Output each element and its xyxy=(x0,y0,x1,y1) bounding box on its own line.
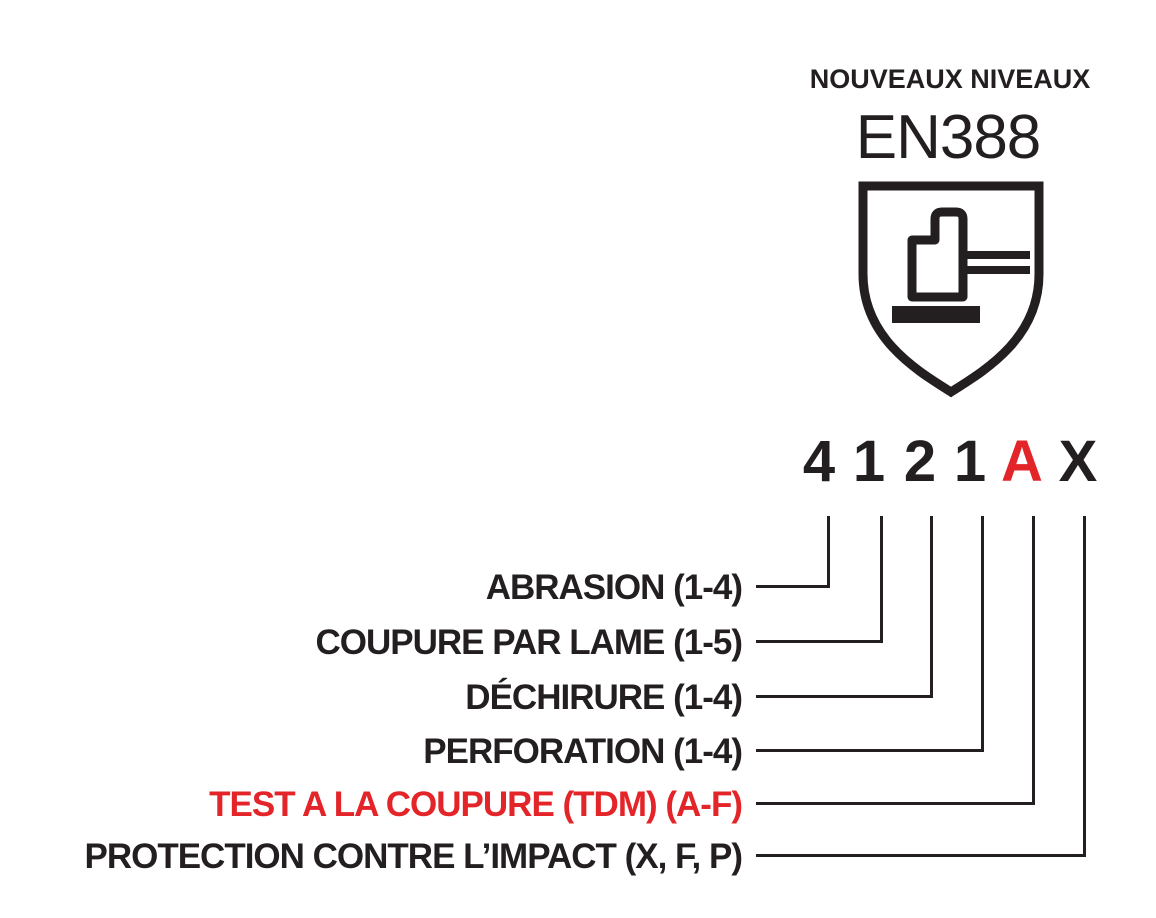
label-puncture: PERFORATION (1-4) xyxy=(423,732,743,771)
rating-char-tdm-cut: A xyxy=(1001,429,1043,494)
label-abrasion: ABRASION (1-4) xyxy=(485,568,743,607)
label-tdm-cut: TEST A LA COUPURE (TDM) (A-F) xyxy=(209,785,743,824)
rating-char-abrasion: 4 xyxy=(802,429,836,494)
fist-icon xyxy=(907,207,968,302)
connector-line-abrasion xyxy=(756,516,830,588)
mechanical-risks-shield-icon xyxy=(858,181,1044,398)
rating-char-puncture: 1 xyxy=(953,429,987,494)
hammer-bar-top xyxy=(959,251,1030,259)
connector-line-puncture xyxy=(756,516,984,752)
anvil-bar xyxy=(892,306,980,323)
connector-line-blade-cut xyxy=(756,516,883,643)
label-impact: PROTECTION CONTRE L’IMPACT (X, F, P) xyxy=(84,837,743,876)
rating-char-tear: 2 xyxy=(903,429,937,494)
connector-line-tdm-cut xyxy=(756,516,1035,805)
label-blade-cut: COUPURE PAR LAME (1-5) xyxy=(315,623,743,662)
rating-char-impact: X xyxy=(1058,429,1098,494)
hammer-bar-bottom xyxy=(959,266,1030,274)
diagram-title: NOUVEAUX NIVEAUX xyxy=(809,64,1091,94)
label-tear: DÉCHIRURE (1-4) xyxy=(465,678,743,717)
rating-char-blade-cut: 1 xyxy=(852,429,886,494)
standard-name: EN388 xyxy=(855,103,1042,172)
connector-line-impact xyxy=(756,516,1086,857)
connector-line-tear xyxy=(756,516,933,698)
